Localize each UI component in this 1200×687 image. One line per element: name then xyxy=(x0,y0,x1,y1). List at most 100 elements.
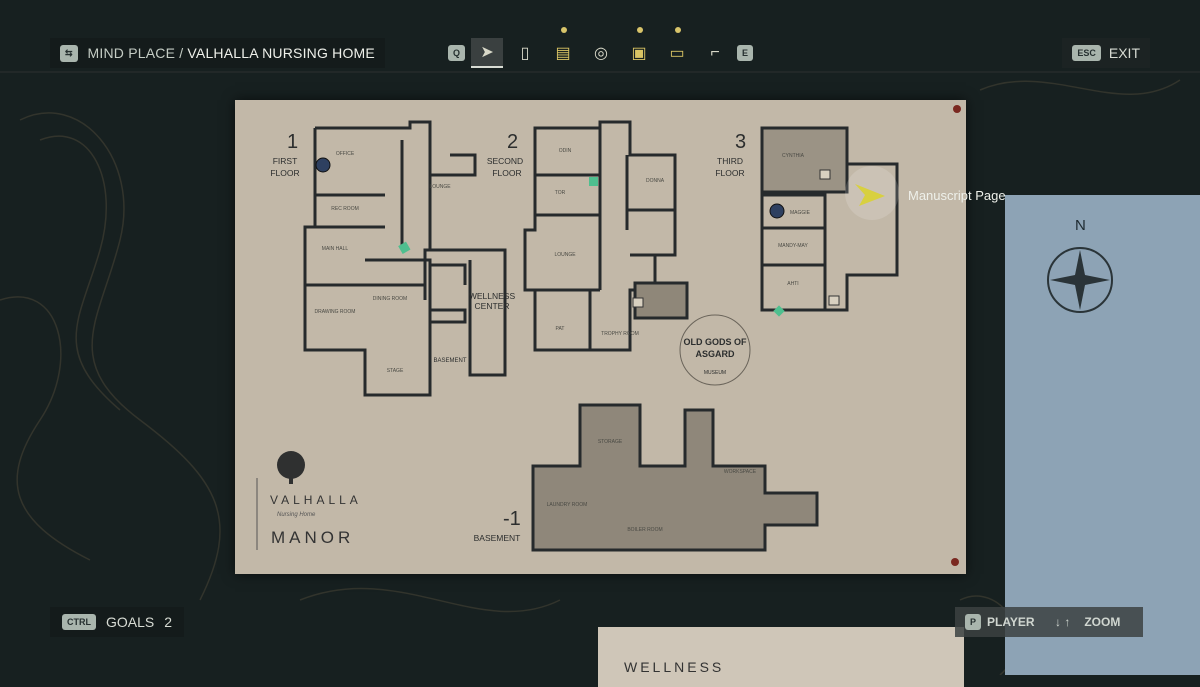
floor2-label-2: FLOOR xyxy=(492,168,521,178)
wellness-title: WELLNESS xyxy=(624,659,725,675)
zoom-button[interactable]: ↓ ↑ ZOOM xyxy=(1045,607,1143,637)
room-label: STORAGE xyxy=(598,439,623,445)
collectible-icon xyxy=(589,177,598,186)
floor2-label: SECOND xyxy=(487,156,523,166)
tab-tv[interactable]: ▭ xyxy=(661,27,693,68)
player-label: PLAYER xyxy=(987,615,1035,629)
floor1-label-2: FLOOR xyxy=(270,168,299,178)
manuscript-icon: ▤ xyxy=(555,45,571,62)
navigation-arrow-icon: ➤ xyxy=(480,44,494,61)
logo-subtitle: Nursing Home xyxy=(277,512,316,518)
player-arrow-icon xyxy=(855,184,885,206)
room-label: TOR xyxy=(555,190,566,196)
valhalla-logo: VALHALLA Nursing Home MANOR xyxy=(256,451,362,550)
room-label: LOUNGE xyxy=(429,184,451,190)
tab-manuscript[interactable]: ▤ xyxy=(547,27,579,68)
museum-title: OLD GODS OF xyxy=(684,337,748,347)
room-label: MANDY-MAY xyxy=(778,243,808,249)
goals-label: GOALS xyxy=(106,614,155,630)
room-label: WORKSPACE xyxy=(724,469,757,475)
breadcrumb-bar: ⇆ MIND PLACE / VALHALLA NURSING HOME xyxy=(50,38,385,68)
floor1-number: 1 xyxy=(287,131,298,153)
floor3-walls xyxy=(760,126,899,312)
case-file-icon: ▯ xyxy=(520,45,530,62)
wellness-map-sheet[interactable]: WELLNESS xyxy=(598,627,964,687)
floor1-walls xyxy=(303,120,507,397)
prev-tab-key[interactable]: Q xyxy=(448,45,466,61)
p-key: P xyxy=(965,614,982,630)
floor2-number: 2 xyxy=(507,131,518,153)
basement-number: -1 xyxy=(503,508,521,530)
museum-circle xyxy=(679,314,751,386)
wellness-center-label-2: CENTER xyxy=(475,301,510,311)
lock-icon xyxy=(819,169,831,180)
tab-bar: Q ➤ ▯ ▤ ◎ ▣ ▭ ⌐ E xyxy=(448,27,754,68)
room-label: LAUNDRY ROOM xyxy=(547,502,588,508)
basement-walls xyxy=(531,403,819,552)
floor3-label-2: FLOOR xyxy=(715,168,744,178)
breadcrumb-separator: / xyxy=(179,45,184,61)
pin xyxy=(951,558,959,566)
room-label: DRAWING ROOM xyxy=(315,309,356,315)
tab-map[interactable]: ➤ xyxy=(471,38,504,68)
room-label: STAGE xyxy=(387,368,404,374)
building-name: MANOR xyxy=(271,528,354,547)
room-label: OFFICE xyxy=(336,151,355,157)
room-label: MAGGIE xyxy=(790,210,811,216)
floor3-number: 3 xyxy=(735,131,746,153)
tv-icon: ▭ xyxy=(669,45,685,62)
radio-icon: ▣ xyxy=(631,45,647,62)
new-indicator-dot xyxy=(675,27,682,33)
collectible-icon xyxy=(398,241,411,254)
zoom-arrows-icon: ↓ ↑ xyxy=(1055,615,1071,629)
basement-label: BASEMENT xyxy=(474,533,521,543)
back-key[interactable]: ⇆ xyxy=(60,44,78,62)
floor1-label: FIRST xyxy=(273,156,298,166)
lock-icon xyxy=(828,295,840,306)
museum-subtitle: MUSEUM xyxy=(704,370,726,376)
goals-button[interactable]: CTRL GOALS 2 xyxy=(50,607,185,637)
lock-icon xyxy=(632,297,644,308)
next-tab-key[interactable]: E xyxy=(737,45,754,61)
tab-case-files[interactable]: ▯ xyxy=(509,38,541,68)
pistol-icon: ⌐ xyxy=(710,44,720,61)
new-indicator-dot xyxy=(561,27,568,33)
player-button[interactable]: P PLAYER xyxy=(955,607,1045,637)
room-label: DINING ROOM xyxy=(373,296,407,302)
room-label: PAT xyxy=(556,326,565,332)
unknown-marker-icon xyxy=(315,157,331,173)
room-label: DONNA xyxy=(646,178,665,184)
room-label: ODIN xyxy=(559,148,572,154)
logo-title: VALHALLA xyxy=(270,493,362,507)
basement-stairs-label: BASEMENT xyxy=(433,358,466,364)
room-label: MAIN HALL xyxy=(322,246,349,252)
compass-icon: N xyxy=(1047,217,1113,313)
tab-rings[interactable]: ◎ xyxy=(585,38,617,68)
zoom-label: ZOOM xyxy=(1084,615,1121,629)
room-label: BOILER ROOM xyxy=(627,527,662,533)
museum-title-2: ASGARD xyxy=(695,349,735,359)
room-label: CYNTHIA xyxy=(782,153,805,159)
esc-key: ESC xyxy=(1072,45,1101,61)
room-label: LOUNGE xyxy=(554,252,576,258)
tab-radio[interactable]: ▣ xyxy=(623,27,655,68)
wellness-center-label[interactable]: WELLNESS xyxy=(469,291,516,301)
room-label: TROPHY ROOM xyxy=(601,331,639,337)
pin xyxy=(953,105,961,113)
adjacent-map-sheet[interactable]: N xyxy=(1005,195,1200,675)
collectible-icon xyxy=(773,305,785,317)
goals-count: 2 xyxy=(164,614,173,630)
exit-button[interactable]: ESC EXIT xyxy=(1062,38,1150,68)
rings-icon: ◎ xyxy=(594,45,608,62)
exit-label: EXIT xyxy=(1108,45,1140,61)
unknown-marker-icon xyxy=(769,203,785,219)
room-label: AHTI xyxy=(787,281,798,287)
tab-weapons[interactable]: ⌐ xyxy=(699,38,731,68)
breadcrumb-root[interactable]: MIND PLACE xyxy=(87,45,176,61)
ctrl-key: CTRL xyxy=(62,614,96,630)
new-indicator-dot xyxy=(637,27,644,33)
breadcrumb-current: VALHALLA NURSING HOME xyxy=(187,45,375,61)
manuscript-tooltip: Manuscript Page xyxy=(908,188,1006,203)
